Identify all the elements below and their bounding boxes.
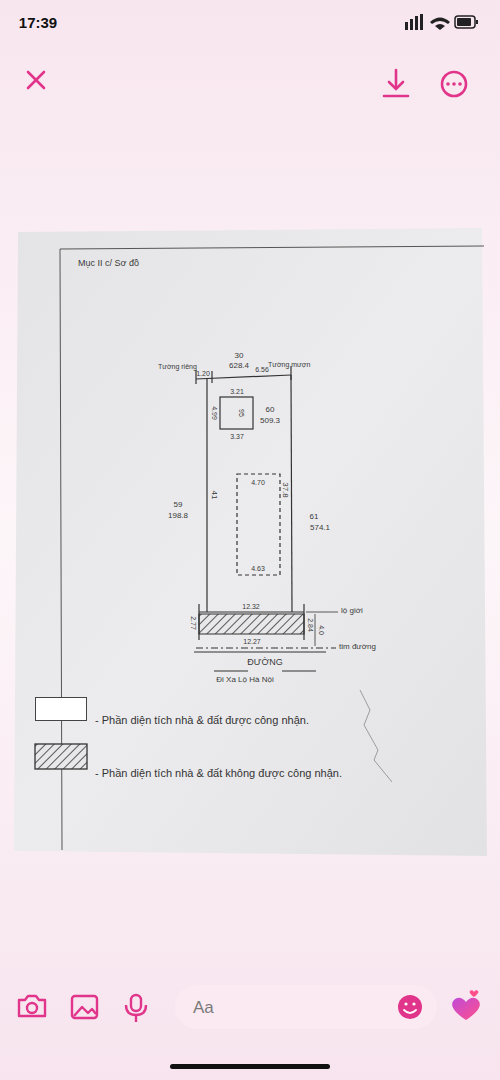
wall-note: Tường riêng bbox=[158, 363, 197, 370]
node-text: Aa bbox=[193, 999, 214, 1016]
heart-icon bbox=[452, 998, 480, 1020]
dimension-label: 4.70 bbox=[251, 479, 265, 486]
parcel-area: 574.1 bbox=[310, 524, 330, 532]
centerline-note: tim đường bbox=[339, 643, 376, 651]
dimension-label: 3.21 bbox=[230, 388, 244, 395]
parcel-area: 628.4 bbox=[229, 362, 249, 370]
parcel-area: 198.8 bbox=[168, 512, 188, 520]
dimension-label: 3.37 bbox=[230, 433, 244, 440]
parcel-number: 61 bbox=[310, 513, 319, 521]
dimension-label: 12.27 bbox=[243, 638, 261, 645]
status-time: 17:39 bbox=[19, 15, 57, 30]
boundary-note: lộ giới bbox=[341, 607, 363, 615]
paper-crease bbox=[360, 690, 392, 782]
paper-frame bbox=[60, 246, 484, 850]
node-text: 60 bbox=[266, 406, 275, 414]
home-indicator bbox=[170, 1064, 330, 1069]
wall-note: Tường mượn bbox=[268, 361, 310, 368]
dimension-label: 37.8 bbox=[281, 482, 289, 498]
node-text: 509.3 bbox=[260, 417, 280, 425]
road-name: ĐƯỜNG bbox=[247, 658, 282, 667]
legend-hatch-swatch bbox=[35, 744, 87, 769]
dimension-label: 95 bbox=[238, 409, 245, 417]
parcel-number: 30 bbox=[235, 352, 244, 360]
dimension-label: 4.99 bbox=[211, 406, 218, 420]
dimension-label: 4.63 bbox=[251, 565, 265, 572]
toolbar-icons bbox=[28, 70, 466, 96]
dimension-label: 6.56 bbox=[255, 366, 269, 373]
paper-photo bbox=[14, 228, 487, 856]
legend-text: - Phần diện tích nhà & đất được công nhậ… bbox=[95, 715, 309, 726]
dimension-label: 2.77 bbox=[190, 616, 197, 630]
legend-swatch bbox=[35, 697, 87, 721]
dimension-label: 4.0 bbox=[318, 625, 325, 635]
plot-drawing bbox=[194, 366, 338, 671]
dimension-label: 12.32 bbox=[242, 603, 260, 610]
dimension-label: 1.20 bbox=[196, 370, 210, 377]
dimension-label: 2.84 bbox=[307, 618, 314, 632]
composer-icons bbox=[19, 995, 146, 1022]
road-name: Đi Xa Lộ Hà Nội bbox=[216, 676, 273, 684]
parcel-number: 59 bbox=[174, 501, 183, 509]
message-input: Aa bbox=[175, 985, 437, 1029]
parcel-area-box: 60 509.3 bbox=[207, 379, 292, 612]
section-heading: Mục II c/ Sơ đồ bbox=[78, 259, 139, 268]
legend-text: - Phần diện tích nhà & đất không được cô… bbox=[95, 768, 342, 779]
status-icons bbox=[405, 14, 478, 30]
dimension-label: 41 bbox=[210, 491, 218, 500]
